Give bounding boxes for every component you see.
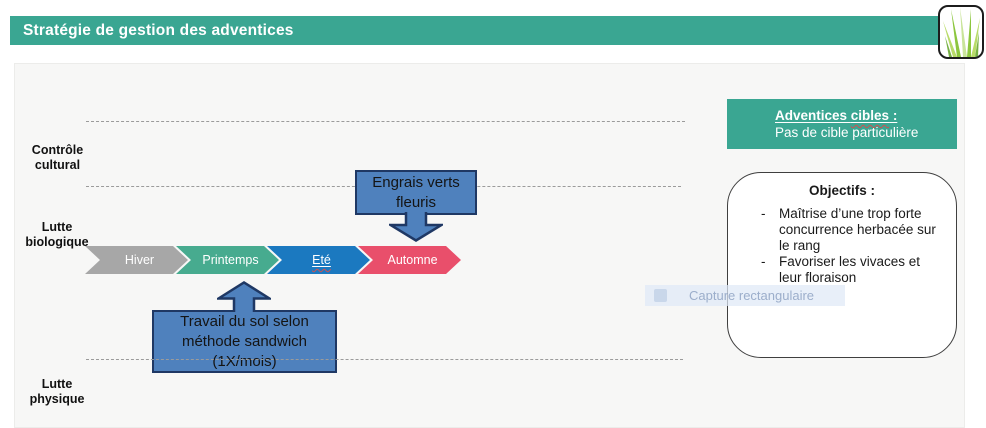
page-title: Stratégie de gestion des adventices xyxy=(23,21,294,39)
objectifs-item: - Favoriser les vivaces et leur floraiso… xyxy=(761,254,921,285)
adventices-cibles-box: Adventices cibles : Pas de cible particu… xyxy=(727,99,957,149)
capture-icon xyxy=(654,289,667,302)
row-label-lutte-physique: Lutte physique xyxy=(29,377,85,406)
capture-label: Capture rectangulaire xyxy=(689,288,815,303)
guide-line-top xyxy=(86,121,685,122)
row-label-lutte-biologique: Lutte biologique xyxy=(25,220,89,249)
row-label-controle-cultural: Contrôle cultural xyxy=(31,143,84,172)
season-label-automne: Automne xyxy=(387,253,438,267)
capture-tool-overlay: Capture rectangulaire xyxy=(645,285,845,306)
season-chevron-automne: Automne xyxy=(358,246,461,274)
season-label-ete: Eté xyxy=(312,253,331,267)
guide-line-bottom xyxy=(86,359,683,360)
callout-travail-sol: Travail du sol selon méthode sandwich (1… xyxy=(152,310,337,373)
season-chevron-ete: Eté xyxy=(267,246,370,274)
objectifs-item: - Maîtrise d’une trop forte concurrence … xyxy=(761,206,936,253)
objectifs-list: - Maîtrise d’une trop forte concurrence … xyxy=(728,206,956,286)
adventices-cibles-title: Adventices cibles : xyxy=(775,108,898,123)
grass-logo xyxy=(938,5,984,59)
adventices-cibles-body: Pas de cible particulière xyxy=(775,125,919,140)
season-label-hiver: Hiver xyxy=(124,253,155,267)
callout-engrais-verts: Engrais verts fleuris xyxy=(355,170,477,215)
grass-icon xyxy=(943,7,980,57)
season-label-printemps: Printemps xyxy=(202,253,259,267)
arrow-down-icon xyxy=(389,212,443,242)
objectifs-title: Objectifs : xyxy=(808,183,875,198)
header-bar: Stratégie de gestion des adventices xyxy=(10,16,938,45)
season-chevron-printemps: Printemps xyxy=(176,246,279,274)
arrow-up-icon xyxy=(217,281,271,312)
season-chevron-hiver: Hiver xyxy=(85,246,188,274)
objectifs-box: Objectifs : - Maîtrise d’une trop forte … xyxy=(727,172,957,358)
